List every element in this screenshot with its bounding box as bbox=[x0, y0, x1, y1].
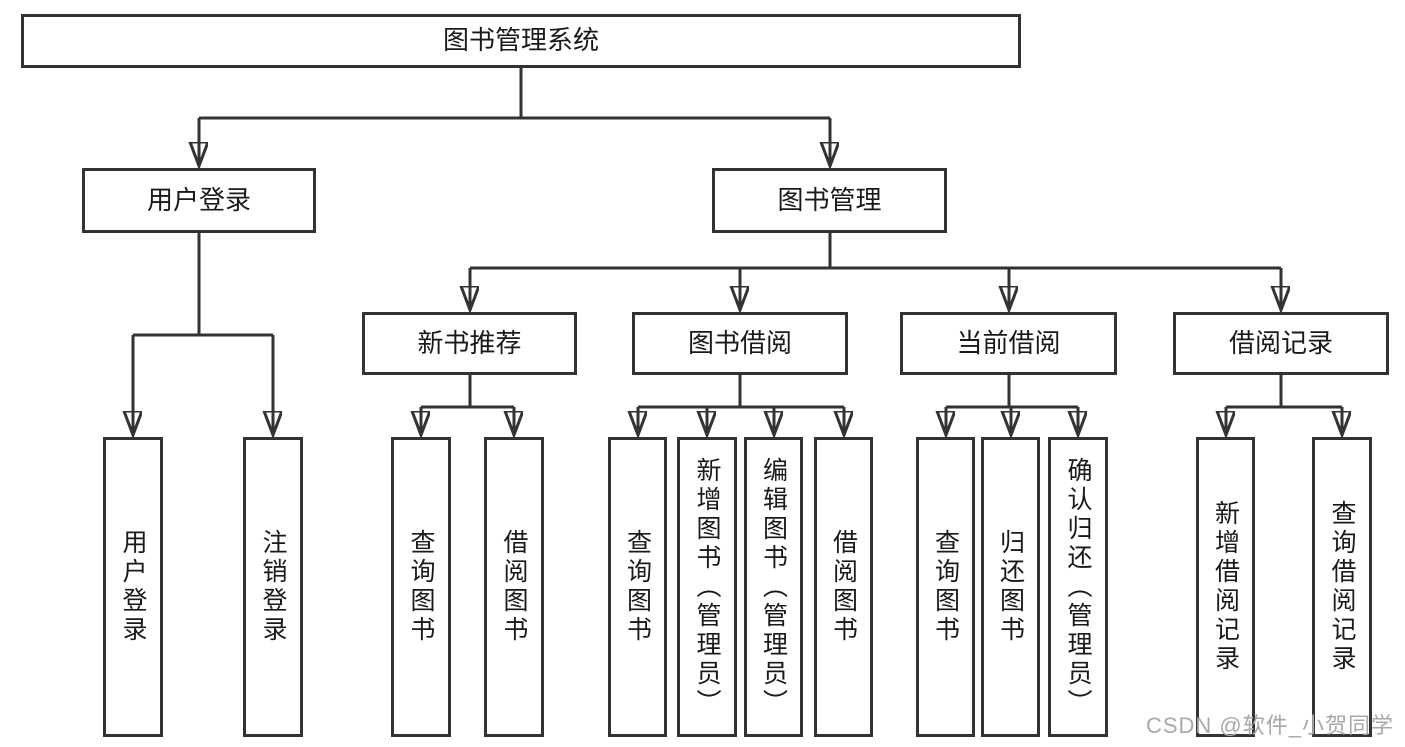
node-bb-query-book: 查询图书 bbox=[608, 437, 667, 737]
node-leaf-logout: 注销登录 bbox=[243, 437, 303, 737]
node-label: 用户登录 bbox=[119, 529, 147, 645]
node-label: 注销登录 bbox=[259, 529, 287, 645]
node-bb-borrow-book: 借阅图书 bbox=[814, 437, 873, 737]
node-rec-query-book: 查询图书 bbox=[391, 437, 451, 737]
node-current-borrow: 当前借阅 bbox=[900, 312, 1117, 375]
connector-user-login-children bbox=[133, 233, 273, 435]
node-bb-add-book: 新增图书（管理员） bbox=[677, 437, 737, 737]
node-cb-query-book: 查询图书 bbox=[916, 437, 975, 737]
node-label: 图书管理 bbox=[777, 184, 882, 215]
node-user-login: 用户登录 bbox=[82, 168, 316, 233]
node-cb-confirm-return: 确认归还（管理员） bbox=[1048, 437, 1108, 737]
node-new-book-rec: 新书推荐 bbox=[362, 312, 577, 375]
node-rec-borrow-book: 借阅图书 bbox=[484, 437, 544, 737]
node-label: 归还图书 bbox=[996, 529, 1025, 645]
node-label: 新增借阅记录 bbox=[1211, 500, 1240, 674]
node-label: 新增图书（管理员） bbox=[693, 456, 721, 718]
node-borrow-records: 借阅记录 bbox=[1173, 312, 1389, 375]
node-cb-return-book: 归还图书 bbox=[981, 437, 1040, 737]
node-label: 新书推荐 bbox=[417, 327, 522, 358]
node-br-add-record: 新增借阅记录 bbox=[1196, 437, 1255, 737]
node-label: 查询图书 bbox=[623, 529, 652, 645]
node-label: 查询图书 bbox=[407, 529, 435, 645]
node-label: 查询图书 bbox=[931, 529, 960, 645]
node-leaf-user-login: 用户登录 bbox=[103, 437, 163, 737]
node-label: 图书管理系统 bbox=[442, 25, 599, 56]
node-label: 用户登录 bbox=[146, 184, 251, 215]
node-root: 图书管理系统 bbox=[21, 14, 1021, 68]
connector-borrow-records-children bbox=[1226, 375, 1342, 435]
node-label: 当前借阅 bbox=[956, 327, 1061, 358]
connector-new-book-rec-children bbox=[421, 375, 514, 435]
node-book-mgmt: 图书管理 bbox=[712, 168, 947, 233]
node-br-query-record: 查询借阅记录 bbox=[1312, 437, 1372, 737]
connector-root-to-level2 bbox=[199, 66, 830, 166]
node-label: 编辑图书（管理员） bbox=[759, 456, 788, 718]
node-label: 确认归还（管理员） bbox=[1064, 456, 1092, 718]
node-label: 借阅图书 bbox=[500, 529, 528, 645]
connector-book-mgmt-children bbox=[470, 233, 1281, 310]
node-label: 图书借阅 bbox=[687, 327, 792, 358]
node-label: 查询借阅记录 bbox=[1328, 500, 1356, 674]
node-bb-edit-book: 编辑图书（管理员） bbox=[744, 437, 803, 737]
node-label: 借阅图书 bbox=[829, 529, 858, 645]
connector-book-borrow-children bbox=[638, 375, 844, 435]
connector-current-borrow-children bbox=[946, 375, 1078, 435]
node-book-borrow: 图书借阅 bbox=[632, 312, 848, 375]
watermark: CSDN @软件_小贺同学 bbox=[1145, 713, 1394, 738]
node-label: 借阅记录 bbox=[1228, 327, 1333, 358]
